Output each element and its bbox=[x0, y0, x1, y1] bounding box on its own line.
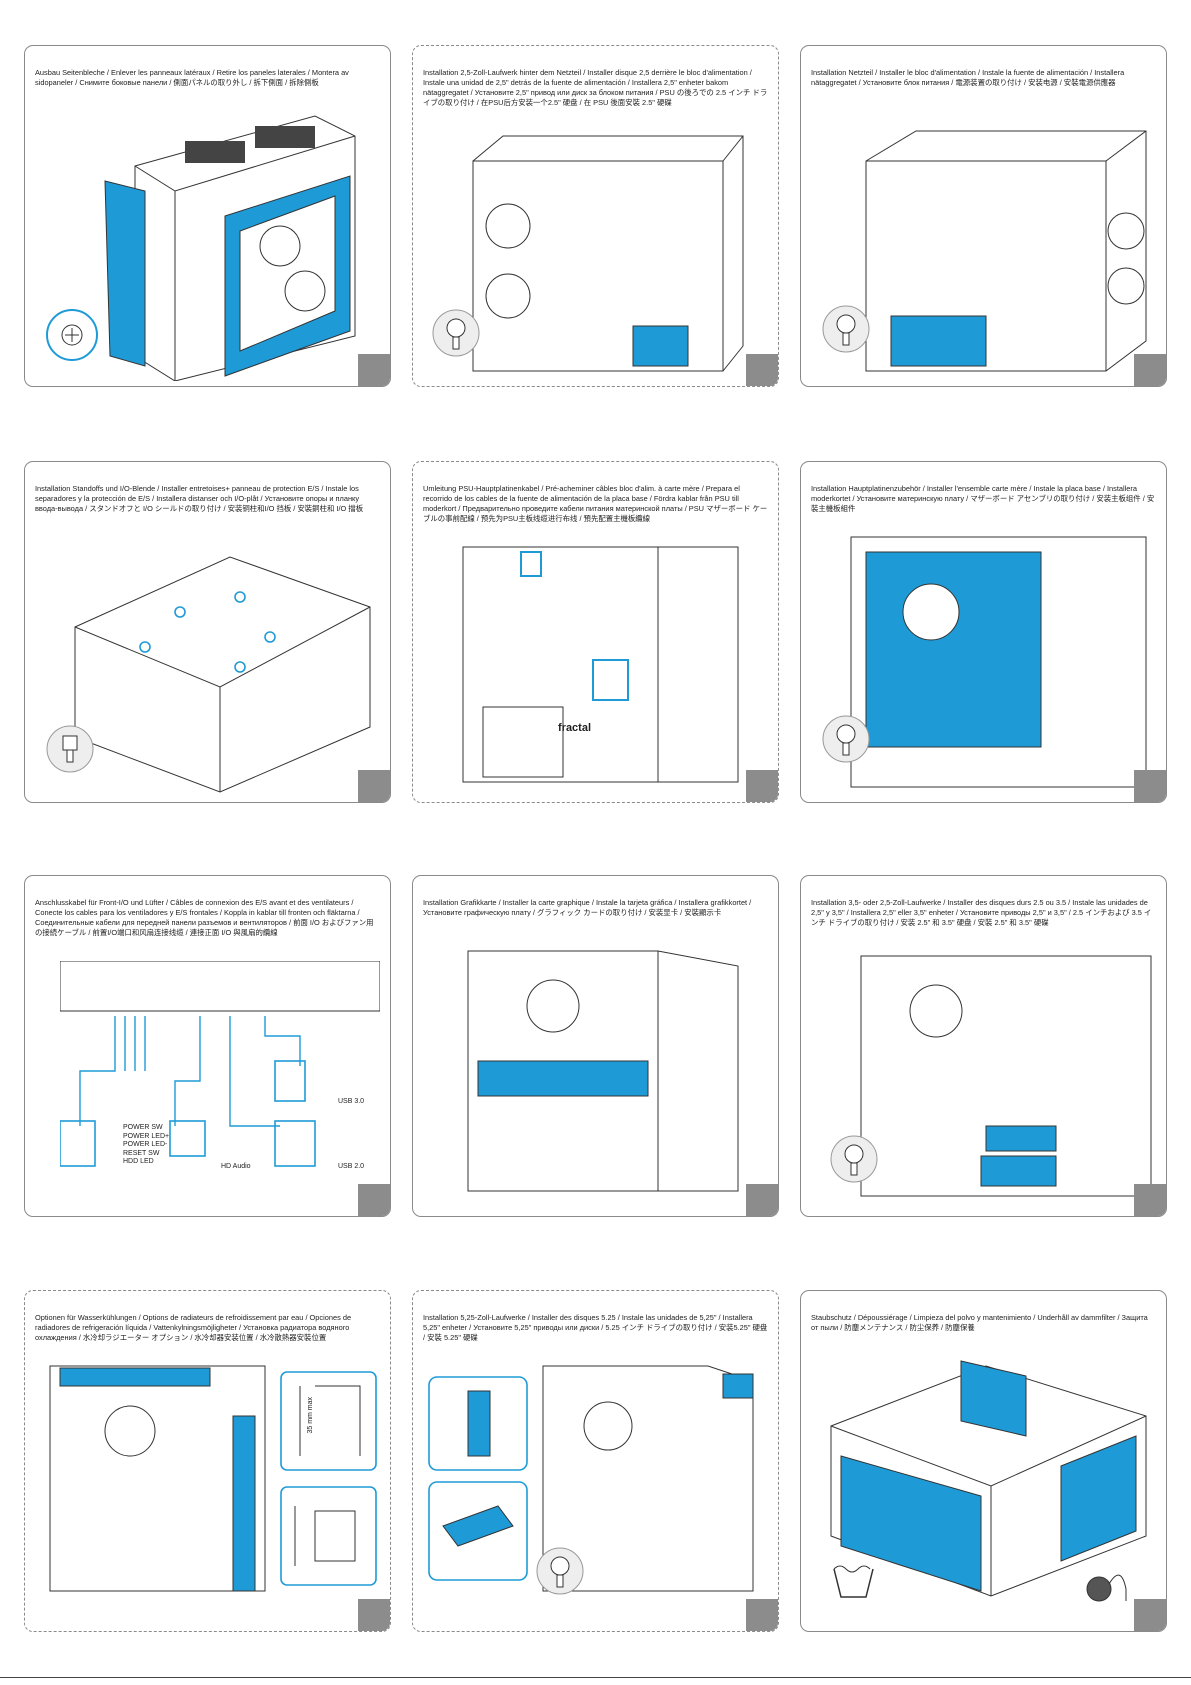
panel-route-psu-cables: Umleitung PSU-Hauptplatinenkabel / Pré-a… bbox=[412, 461, 779, 803]
screw-icon bbox=[431, 308, 481, 358]
step-tab bbox=[358, 1599, 390, 1631]
panel-caption: Ausbau Seitenbleche / Enlever les pannea… bbox=[35, 68, 349, 87]
step-tab bbox=[1134, 354, 1166, 386]
radiator-dim-label: 35 mm max bbox=[307, 1396, 315, 1434]
radiator-clearance-box-bottom bbox=[280, 1486, 377, 1586]
screw-icon bbox=[821, 714, 871, 764]
fractal-logo: fractal bbox=[558, 722, 592, 734]
panel-caption: Umleitung PSU-Hauptplatinenkabel / Pré-a… bbox=[423, 484, 768, 523]
panel-caption: Installation Grafikkarte / Installer la … bbox=[423, 898, 752, 917]
panel-ssd-behind-psu: Installation 2,5-Zoll-Laufwerk hinter de… bbox=[412, 45, 779, 387]
case-illustration bbox=[45, 1356, 270, 1601]
wash-icon bbox=[831, 1561, 876, 1601]
screw-icon bbox=[829, 1134, 879, 1184]
standoff-icon bbox=[45, 724, 95, 774]
panel-caption: Installation Hauptplatinenzubehör / Inst… bbox=[811, 484, 1155, 513]
case-illustration bbox=[85, 96, 375, 381]
usb2-label: USB 2.0 bbox=[338, 1163, 365, 1170]
step-tab bbox=[1134, 770, 1166, 802]
case-illustration bbox=[458, 941, 758, 1211]
case-illustration bbox=[463, 131, 753, 381]
panel-dust-filters: Staubschutz / Dépoussiérage / Limpieza d… bbox=[800, 1290, 1167, 1632]
hd-audio-label: HD Audio bbox=[221, 1163, 251, 1170]
screw-icon bbox=[535, 1546, 585, 1596]
page-footer bbox=[0, 1672, 1191, 1685]
panel-water-cooling: Optionen für Wasserkühlungen / Options d… bbox=[24, 1290, 391, 1632]
radiator-clearance-box-top bbox=[280, 1371, 377, 1471]
step-tab bbox=[746, 1599, 778, 1631]
case-illustration bbox=[453, 542, 753, 797]
case-illustration bbox=[816, 1346, 1161, 1606]
case-illustration bbox=[846, 527, 1156, 797]
panel-install-25-35-drives: Installation 3,5- oder 2,5-Zoll-Laufwerk… bbox=[800, 875, 1167, 1217]
drive-detail-bottom bbox=[428, 1481, 528, 1581]
panel-remove-side-panels: Ausbau Seitenbleche / Enlever les pannea… bbox=[24, 45, 391, 387]
case-illustration bbox=[856, 121, 1156, 381]
usb3-label: USB 3.0 bbox=[338, 1098, 365, 1105]
drive-detail-top bbox=[428, 1376, 528, 1471]
io-wiring-diagram bbox=[60, 961, 380, 1176]
panel-install-motherboard: Installation Hauptplatinenzubehör / Inst… bbox=[800, 461, 1167, 803]
step-tab bbox=[1134, 1184, 1166, 1216]
footer-rule bbox=[0, 1677, 1191, 1678]
step-tab bbox=[746, 354, 778, 386]
panel-caption: Installation 3,5- oder 2,5-Zoll-Laufwerk… bbox=[811, 898, 1152, 927]
panel-install-gpu: Installation Grafikkarte / Installer la … bbox=[412, 875, 779, 1217]
vacuum-icon bbox=[1081, 1559, 1131, 1604]
thumbscrew-callout bbox=[45, 308, 100, 363]
panel-front-io-cables: Anschlusskabel für Front-I/O und Lüfter … bbox=[24, 875, 391, 1217]
step-tab bbox=[746, 1184, 778, 1216]
screw-icon bbox=[821, 304, 871, 354]
panel-install-525-drives: Installation 5,25-Zoll-Laufwerke / Insta… bbox=[412, 1290, 779, 1632]
panel-caption: Staubschutz / Dépoussiérage / Limpieza d… bbox=[811, 1313, 1148, 1332]
panel-caption: Installation Netzteil / Installer le blo… bbox=[811, 68, 1125, 87]
panel-caption: Optionen für Wasserkühlungen / Options d… bbox=[35, 1313, 352, 1342]
panel-caption: Anschlusskabel für Front-I/O und Lüfter … bbox=[35, 898, 374, 937]
step-tab bbox=[1134, 1599, 1166, 1631]
case-illustration bbox=[538, 1356, 768, 1601]
step-tab bbox=[358, 770, 390, 802]
case-illustration bbox=[60, 537, 380, 797]
front-panel-label: POWER SW POWER LED+ POWER LED- RESET SW … bbox=[123, 1124, 170, 1165]
step-tab bbox=[746, 770, 778, 802]
panel-caption: Installation 5,25-Zoll-Laufwerke / Insta… bbox=[423, 1313, 768, 1342]
panel-caption: Installation Standoffs und I/O-Blende / … bbox=[35, 484, 364, 513]
panel-install-psu: Installation Netzteil / Installer le blo… bbox=[800, 45, 1167, 387]
step-tab bbox=[358, 354, 390, 386]
step-tab bbox=[358, 1184, 390, 1216]
panel-standoffs-io-shield: Installation Standoffs und I/O-Blende / … bbox=[24, 461, 391, 803]
panel-caption: Installation 2,5-Zoll-Laufwerk hinter de… bbox=[423, 68, 768, 107]
case-illustration bbox=[856, 951, 1156, 1211]
